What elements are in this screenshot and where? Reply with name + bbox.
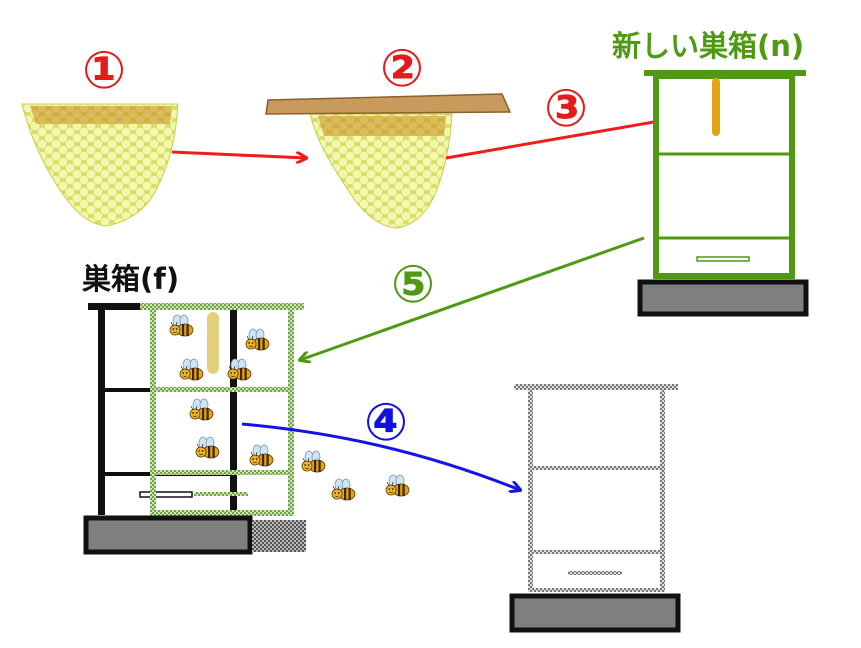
bee-icon (179, 358, 204, 381)
step-5-label: ⑤ (391, 255, 435, 315)
bee-icon (301, 450, 326, 473)
bee-icon (331, 478, 356, 501)
step-2-label: ② (380, 39, 424, 99)
bee-icon (227, 358, 252, 381)
bee-icon (195, 436, 220, 459)
new-box-stand (637, 279, 809, 317)
queen-cell (712, 78, 720, 136)
bee-icon (385, 474, 410, 497)
new-hive-box (637, 70, 809, 317)
honeycomb-1 (21, 103, 179, 227)
bee-icon (189, 398, 214, 421)
old-box-stand (83, 515, 253, 555)
old-hive-box (83, 303, 306, 555)
queen-cell-faded (207, 312, 219, 374)
honeycomb-icon (309, 113, 453, 229)
step-1-label: ① (82, 41, 126, 101)
honeycomb-icon (21, 103, 179, 227)
arrow-5 (300, 236, 645, 360)
bee-icon (245, 328, 270, 351)
old-box-label: 巣箱(f) (82, 262, 179, 296)
board-icon (265, 93, 512, 115)
honeycomb-2 (265, 93, 512, 229)
bee-icon (169, 314, 194, 337)
new-box-label: 新しい巣箱(n) (612, 29, 804, 63)
arrow-4 (241, 422, 520, 490)
step-3-label: ③ (544, 79, 588, 139)
bee-icon (249, 444, 274, 467)
arrow-1-to-2 (171, 150, 306, 158)
empty-hive-box (509, 384, 681, 633)
empty-box-stand (509, 593, 681, 633)
